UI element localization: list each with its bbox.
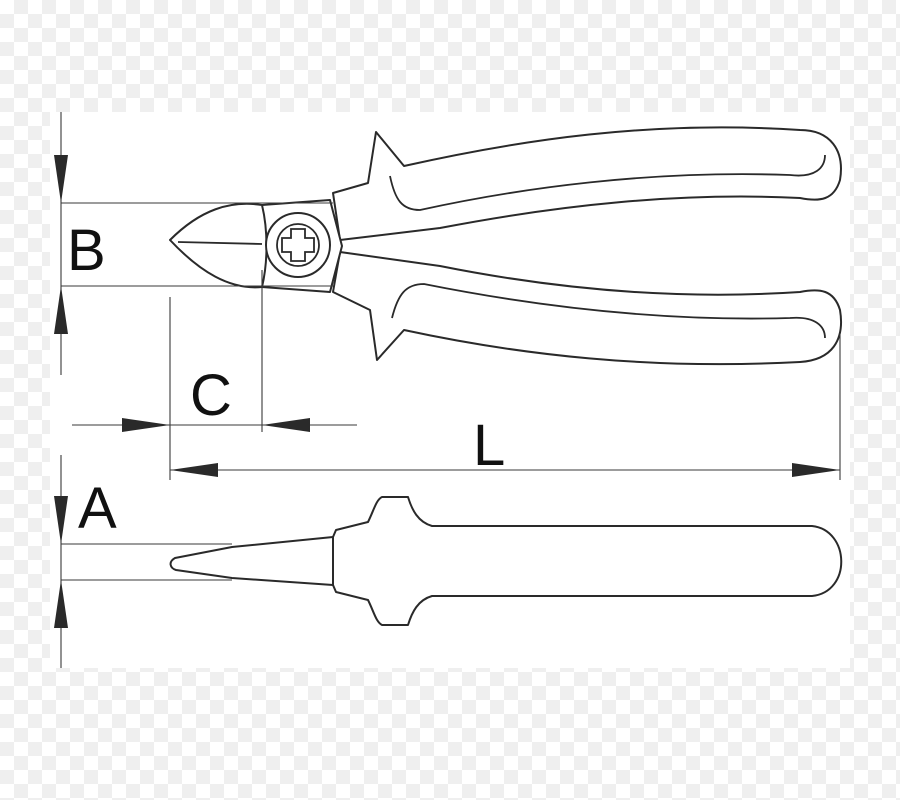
cutting-jaws [169, 202, 268, 289]
dimension-c-arrow-left [122, 418, 170, 432]
label-b: B [67, 218, 106, 283]
dimension-c-arrow-right [262, 418, 310, 432]
pliers-side-view [169, 496, 843, 626]
dimension-a-arrow-top [54, 496, 68, 544]
lower-handle-grip-line [391, 283, 826, 339]
dimension-b [54, 112, 333, 375]
dimension-a-arrow-bottom [54, 580, 68, 628]
lower-handle [332, 251, 842, 366]
dimension-a [54, 455, 232, 668]
dimension-b-arrow-bottom [54, 286, 68, 334]
dimension-c [72, 270, 357, 480]
pivot-rivet-cross [281, 228, 315, 262]
dimension-b-arrow-top [54, 155, 68, 203]
dimension-l [170, 335, 841, 480]
pliers-top-view [169, 126, 842, 366]
jaw-cut-line [177, 241, 263, 245]
upper-handle-grip-line [389, 154, 826, 211]
pivot-rivet-ring [276, 223, 320, 267]
pivot-rivet-outer [265, 212, 331, 278]
dimension-l-arrow-right [792, 463, 840, 477]
upper-handle [332, 126, 842, 241]
side-jaw [169, 536, 334, 586]
label-l: L [473, 413, 505, 478]
side-handle [332, 496, 843, 626]
label-a: A [78, 476, 117, 541]
label-c: C [190, 363, 232, 428]
dimension-l-arrow-left [170, 463, 218, 477]
